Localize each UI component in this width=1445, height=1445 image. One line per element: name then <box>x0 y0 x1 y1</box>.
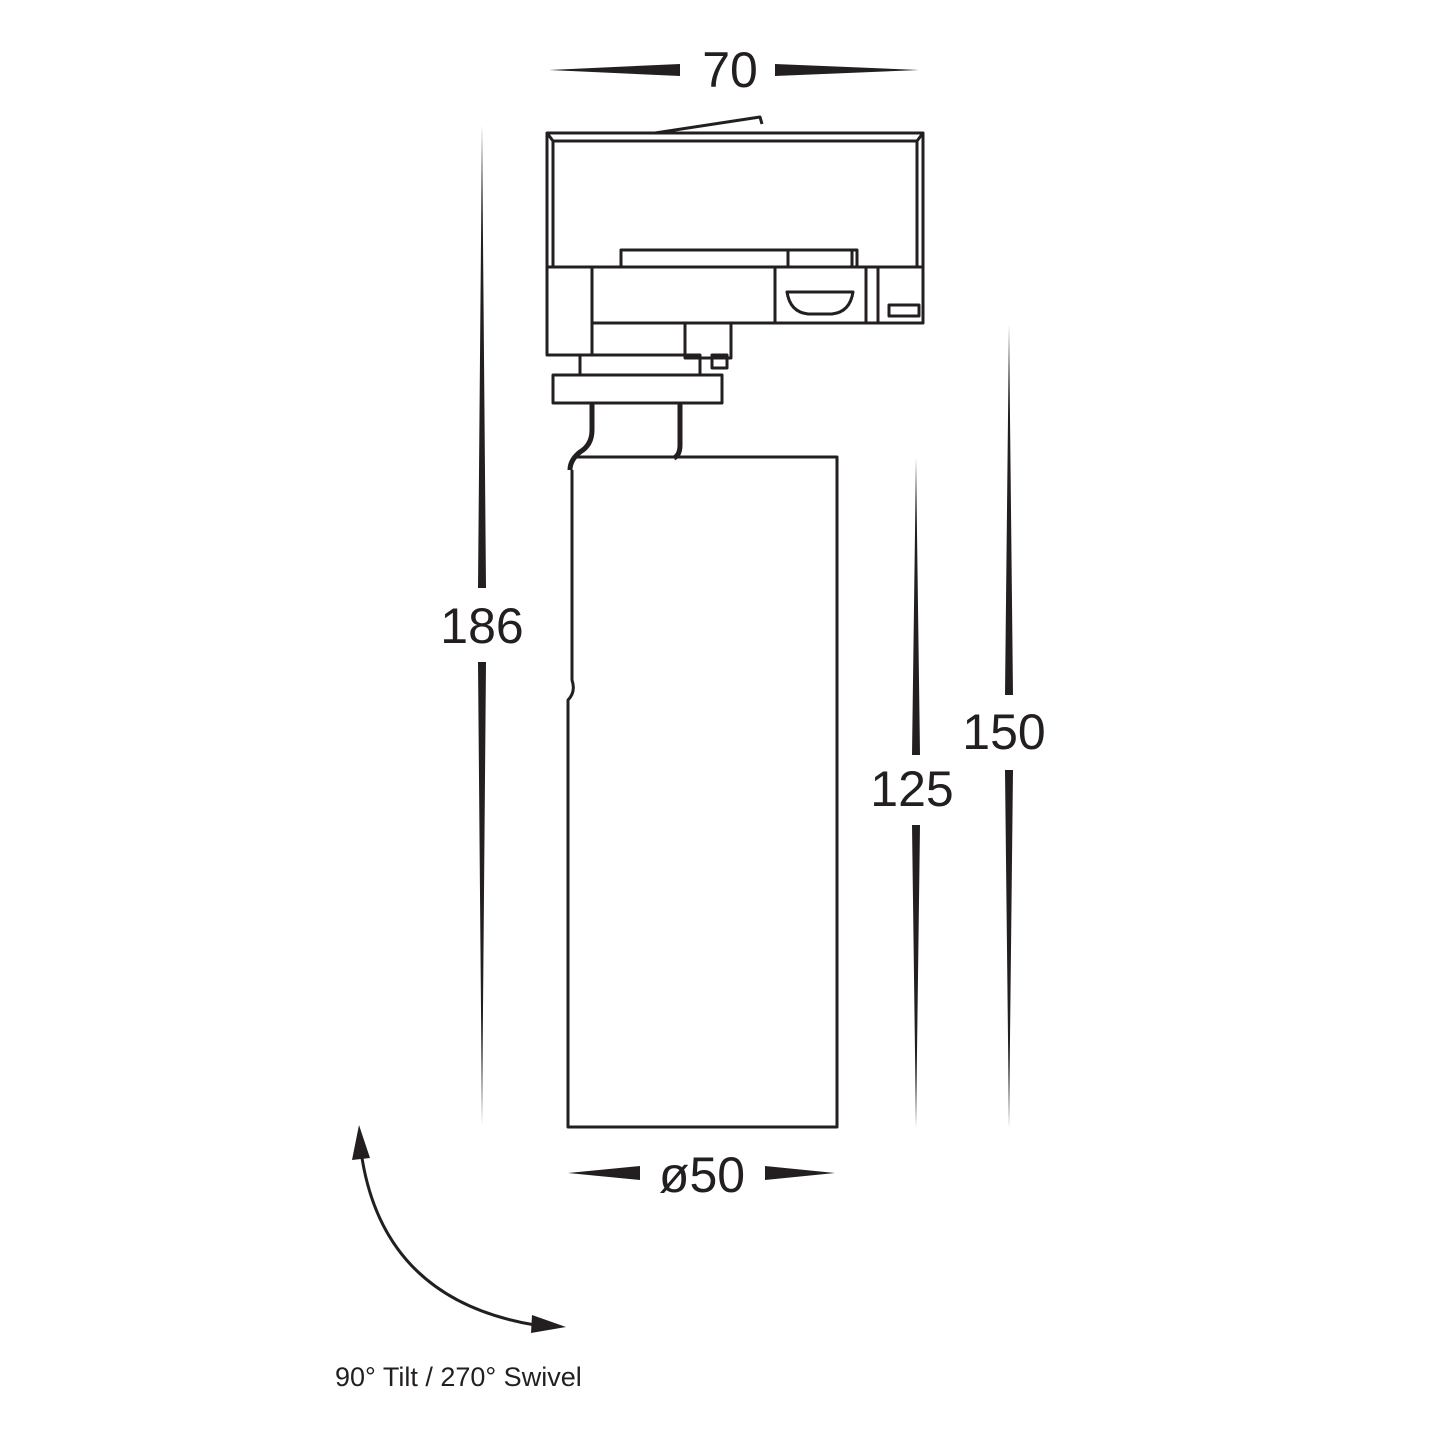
dim-overall-height-label: 186 <box>440 598 524 654</box>
dim-diameter-label: ø50 <box>658 1147 746 1203</box>
arrow-up-icon <box>352 1125 370 1160</box>
dim-186-arrow-top <box>478 125 486 588</box>
dim-150-arrow-bottom <box>1005 770 1013 1128</box>
swivel-collar <box>551 353 729 405</box>
tilt-swivel-arc <box>352 1125 566 1333</box>
track-adapter <box>545 115 925 360</box>
dim-70-arrow-right <box>775 64 919 76</box>
lamp-body <box>566 455 839 1129</box>
stem-left <box>567 403 595 471</box>
tilt-swivel-note: 90° Tilt / 270° Swivel <box>335 1362 582 1392</box>
dim-50-arrow-right <box>765 1166 835 1180</box>
dim-150-arrow-top <box>1005 325 1013 695</box>
dim-125-arrow-top <box>912 458 920 755</box>
arrow-right-icon <box>531 1315 566 1333</box>
dim-50-arrow-left <box>568 1166 640 1180</box>
dim-125-arrow-bottom <box>912 825 920 1128</box>
stem-right <box>672 403 683 461</box>
dim-width-label: 70 <box>702 42 758 98</box>
dim-lower-height-label: 150 <box>962 704 1046 760</box>
dim-186-arrow-bottom <box>478 662 486 1125</box>
dim-body-height-label: 125 <box>870 761 954 817</box>
dim-70-arrow-left <box>549 64 680 76</box>
